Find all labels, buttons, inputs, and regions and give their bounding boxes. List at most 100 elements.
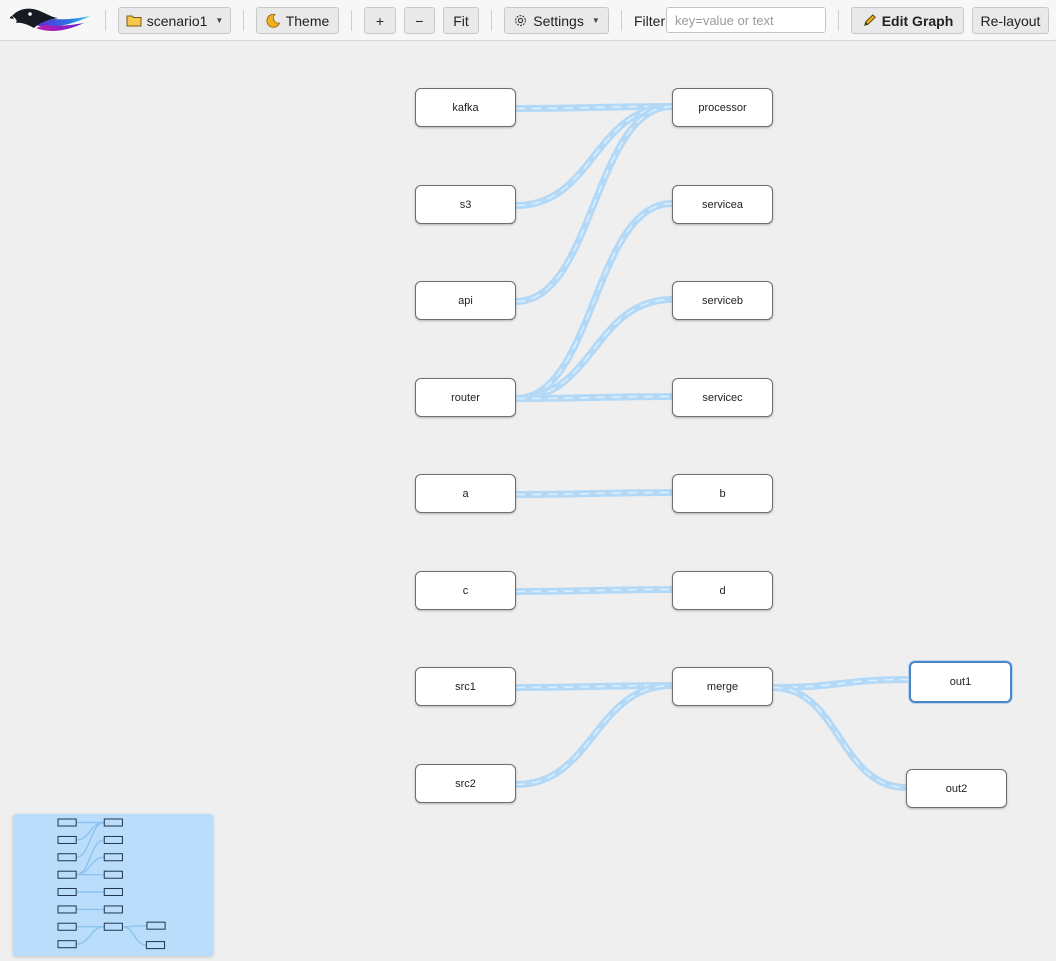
edge-flow-dash <box>772 678 910 689</box>
graph-node-kafka[interactable]: kafka <box>415 88 516 127</box>
graph-node-servicec[interactable]: servicec <box>672 378 773 417</box>
node-label: servicec <box>702 391 743 404</box>
node-label: router <box>451 391 480 404</box>
minimap-node <box>57 835 77 844</box>
relayout-button[interactable]: Re-layout <box>972 7 1049 34</box>
toolbar-divider <box>243 10 244 31</box>
chevron-down-icon: ▼ <box>215 16 224 25</box>
minimap-node <box>57 922 77 931</box>
edge-flow-dash <box>772 686 907 789</box>
settings-label: Settings <box>533 12 584 29</box>
settings-dropdown[interactable]: Settings ▼ <box>504 7 609 34</box>
minimap-edge <box>76 821 105 841</box>
graph-canvas[interactable]: kafka s3 api router a c src1 src2 processor servi… <box>0 41 1056 956</box>
minimap-edge <box>76 821 105 858</box>
node-label: b <box>719 487 726 500</box>
minimap-node <box>103 887 123 897</box>
scenario-dropdown[interactable]: scenario1 ▼ <box>118 7 231 34</box>
graph-node-api[interactable]: api <box>415 281 516 320</box>
node-label: out2 <box>945 782 968 795</box>
minus-icon: − <box>415 12 424 29</box>
graph-node-servicea[interactable]: servicea <box>672 185 773 224</box>
graph-node-s3[interactable]: s3 <box>415 185 516 224</box>
node-label: out1 <box>949 676 972 688</box>
plus-icon: + <box>375 12 385 29</box>
minimap-edge <box>122 924 147 928</box>
edge-flow-dash <box>515 298 673 400</box>
minimap-node <box>57 905 77 914</box>
node-label: processor <box>698 101 747 114</box>
toolbar-divider <box>105 10 106 31</box>
moon-icon <box>266 13 280 28</box>
graph-node-src1[interactable]: src1 <box>415 667 516 706</box>
graph-node-out2[interactable]: out2 <box>906 769 1007 808</box>
node-label: servicea <box>702 198 743 211</box>
fit-button[interactable]: Fit <box>443 7 479 34</box>
graph-node-merge[interactable]: merge <box>672 667 773 706</box>
fit-label: Fit <box>453 12 469 29</box>
node-label: serviceb <box>702 294 743 307</box>
edge-flow-dash <box>515 588 673 593</box>
node-label: a <box>462 487 469 500</box>
zoom-in-button[interactable]: + <box>364 7 396 34</box>
theme-label: Theme <box>285 12 330 29</box>
relayout-label: Re-layout <box>980 12 1041 29</box>
pencil-icon <box>863 14 876 26</box>
node-label: d <box>719 584 726 597</box>
minimap-node <box>103 853 123 862</box>
minimap-edge <box>76 856 105 876</box>
edge-flow-dash <box>515 105 673 207</box>
graph-node-out1[interactable]: out1 <box>909 661 1012 703</box>
scenario-label: scenario1 <box>146 12 208 29</box>
graph-node-serviceb[interactable]: serviceb <box>672 281 773 320</box>
filter-input[interactable] <box>666 7 826 33</box>
minimap[interactable] <box>13 814 213 956</box>
minimap-node <box>103 905 123 914</box>
minimap-node <box>103 870 123 879</box>
graph-node-src2[interactable]: src2 <box>415 764 516 803</box>
minimap-node <box>103 818 123 827</box>
minimap-node <box>57 818 77 827</box>
edit-graph-button[interactable]: Edit Graph <box>851 7 964 34</box>
bird-logo-icon[interactable] <box>10 4 94 36</box>
graph-node-d[interactable]: d <box>672 571 773 610</box>
minimap-node <box>57 940 77 949</box>
graph-node-b[interactable]: b <box>672 474 773 513</box>
minimap-node <box>103 835 123 844</box>
edge-flow-dash <box>515 395 673 400</box>
graph-node-processor[interactable]: processor <box>672 88 773 127</box>
minimap-node <box>146 921 166 930</box>
node-label: kafka <box>452 101 479 114</box>
minimap-node <box>57 887 77 897</box>
node-label: c <box>462 584 469 597</box>
node-label: merge <box>706 680 739 693</box>
chevron-down-icon: ▼ <box>591 16 600 25</box>
node-label: s3 <box>459 198 472 211</box>
minimap-edge <box>76 926 105 945</box>
minimap-node <box>57 853 77 862</box>
theme-button[interactable]: Theme <box>256 7 339 34</box>
filter-label: Filter <box>634 13 666 29</box>
toolbar: scenario1 ▼ Theme + − Fit Settings ▼ Fil… <box>0 0 1056 41</box>
minimap-node <box>57 870 77 879</box>
node-label: src1 <box>455 680 476 693</box>
node-label: api <box>458 294 473 307</box>
gear-icon <box>515 15 527 26</box>
node-label: src2 <box>455 777 476 790</box>
toolbar-divider <box>491 10 492 31</box>
edit-graph-label: Edit Graph <box>881 12 954 29</box>
edge-flow-dash <box>515 105 673 303</box>
folder-icon <box>126 15 142 27</box>
minimap-node <box>103 922 123 931</box>
zoom-out-button[interactable]: − <box>404 7 435 34</box>
toolbar-divider <box>838 10 839 31</box>
minimap-preview <box>57 818 166 950</box>
edge-flow-dash <box>515 202 673 400</box>
edge-flow-dash <box>515 491 673 496</box>
toolbar-divider <box>351 10 352 31</box>
graph-node-router[interactable]: router <box>415 378 516 417</box>
minimap-node <box>145 941 166 950</box>
graph-node-a[interactable]: a <box>415 474 516 513</box>
graph-edges <box>512 103 913 791</box>
graph-node-c[interactable]: c <box>415 571 516 610</box>
